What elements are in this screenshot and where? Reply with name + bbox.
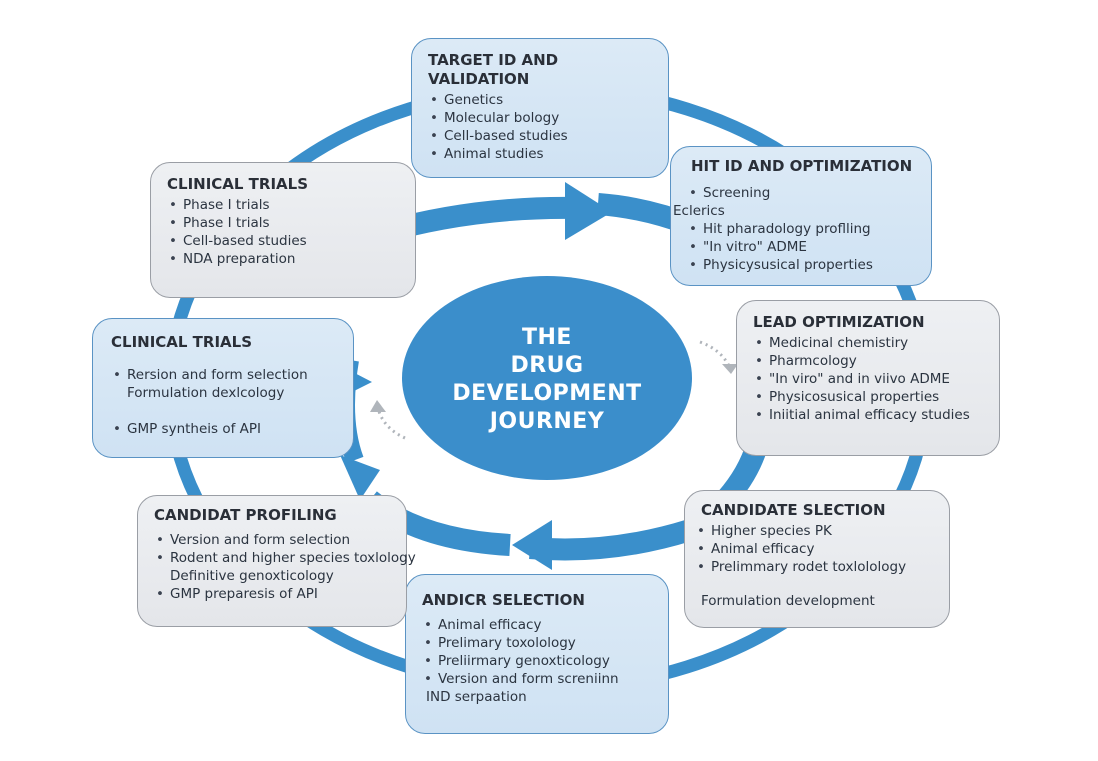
stage-items: Genetics Molecular bology Cell-based stu… (428, 91, 654, 163)
list-item: Pharmcology (753, 352, 985, 370)
list-item: Genetics (428, 91, 654, 109)
list-item: Screening (687, 184, 917, 202)
list-item: Molecular bology (428, 109, 654, 127)
stage-items: Animal efficacy Prelimary toxolology Pre… (422, 616, 654, 688)
list-item: Cell-based studies (428, 127, 654, 145)
stage-title: LEAD OPTIMIZATION (753, 313, 925, 331)
list-item: Phase I trials (167, 214, 401, 232)
stage-title: CANDIDATE SLECTION (701, 501, 886, 519)
list-item: Physicysusical properties (687, 256, 917, 274)
spacer (111, 402, 339, 420)
list-item: Animal efficacy (695, 540, 935, 558)
stage-title: CLINICAL TRIALS (111, 333, 253, 351)
list-item: Animal studies (428, 145, 654, 163)
stage-title: TARGET ID AND VALIDATION (428, 51, 559, 88)
list-item: "In viro" and in viivo ADME (753, 370, 985, 388)
list-item: GMP preparesis of API (154, 585, 392, 603)
center-title-line: THE (522, 325, 572, 350)
list-item: Animal efficacy (422, 616, 654, 634)
dotted-arrow-left (376, 407, 406, 440)
stage-candidate-selection: CANDIDATE SLECTION Higher species PK Ani… (684, 490, 950, 628)
stage-items: Phase I trials Phase I trials Cell-based… (167, 196, 401, 268)
bottom-arrow-head-icon (512, 520, 552, 570)
list-item: Hit pharadology proflling (687, 220, 917, 238)
dotted-arrow-left-head-icon (370, 400, 386, 412)
stage-items: Rersion and form selection Formulation d… (111, 366, 339, 438)
list-item: Iniitial animal efficacy studies (753, 406, 985, 424)
stage-title: ANDICR SELECTION (422, 591, 585, 609)
list-item: Physicosusical properties (753, 388, 985, 406)
stage-items: Version and form selection Rodent and hi… (154, 531, 416, 603)
inner-ring-bottom-arc (529, 519, 694, 561)
list-item: Prelimary toxolology (422, 634, 654, 652)
left-arrow-head-icon (340, 455, 380, 500)
list-item: Rersion and form selection (111, 366, 339, 384)
top-arrow-head-icon (565, 182, 612, 240)
center-ellipse (402, 276, 692, 480)
stage-lead-optimization: LEAD OPTIMIZATION Medicinal chemistiry P… (736, 300, 1000, 456)
list-item: GMP syntheis of API (111, 420, 339, 438)
center-title: THE DRUG DEVELOPMENT JOURNEY (405, 280, 689, 480)
stage-title: CLINICAL TRIALS (167, 175, 309, 193)
list-item: Formulation dexlcology (127, 385, 285, 401)
center-title-line: JOURNEY (489, 409, 605, 434)
stage-target-id-validation: TARGET ID AND VALIDATION Genetics Molecu… (411, 38, 669, 178)
stage-clinical-trials-formulation: CLINICAL TRIALS Rersion and form selecti… (92, 318, 354, 458)
center-title-line: DEVELOPMENT (452, 381, 642, 406)
list-item: Preliirmary genoxticology (422, 652, 654, 670)
center-title-line: DRUG (510, 353, 584, 378)
list-item: Cell-based studies (167, 232, 401, 250)
dotted-arrow-right-head-icon (722, 364, 738, 374)
stage-hit-id-optimization: HIT ID AND OPTIMIZATION Screening Ecleri… (670, 146, 932, 286)
stage-clinical-trials-phases: CLINICAL TRIALS Phase I trials Phase I t… (150, 162, 416, 298)
list-item: "In vitro" ADME (687, 238, 917, 256)
list-item: Prelimmary rodet toxlolology (695, 558, 935, 576)
list-item: Medicinal chemistiry (753, 334, 985, 352)
list-item: Version and form selection (154, 531, 392, 549)
list-item: Definitive genoxticology (170, 568, 334, 584)
list-item: NDA preparation (167, 250, 401, 268)
stage-footer-text: Formulation development (701, 593, 875, 609)
list-item: Phase I trials (167, 196, 401, 214)
stage-footer-text: IND serpaation (426, 689, 527, 705)
stage-andicr-selection: ANDICR SELECTION Animal efficacy Prelima… (405, 574, 669, 734)
stage-items: Medicinal chemistiry Pharmcology "In vir… (753, 334, 985, 424)
stage-title: CANDIDAT PROFILING (154, 506, 337, 524)
list-item: Eclerics (673, 203, 725, 219)
list-item: Version and form screniinn (422, 670, 654, 688)
stage-items: Screening Eclerics Hit pharadology profl… (673, 184, 917, 274)
list-item: Higher species PK (695, 522, 935, 540)
list-item: Rodent and higher species toxlology (154, 549, 416, 567)
stage-items: Higher species PK Animal efficacy Prelim… (695, 522, 935, 576)
stage-title: HIT ID AND OPTIMIZATION (691, 157, 913, 175)
stage-candidat-profiling: CANDIDAT PROFILING Version and form sele… (137, 495, 416, 627)
